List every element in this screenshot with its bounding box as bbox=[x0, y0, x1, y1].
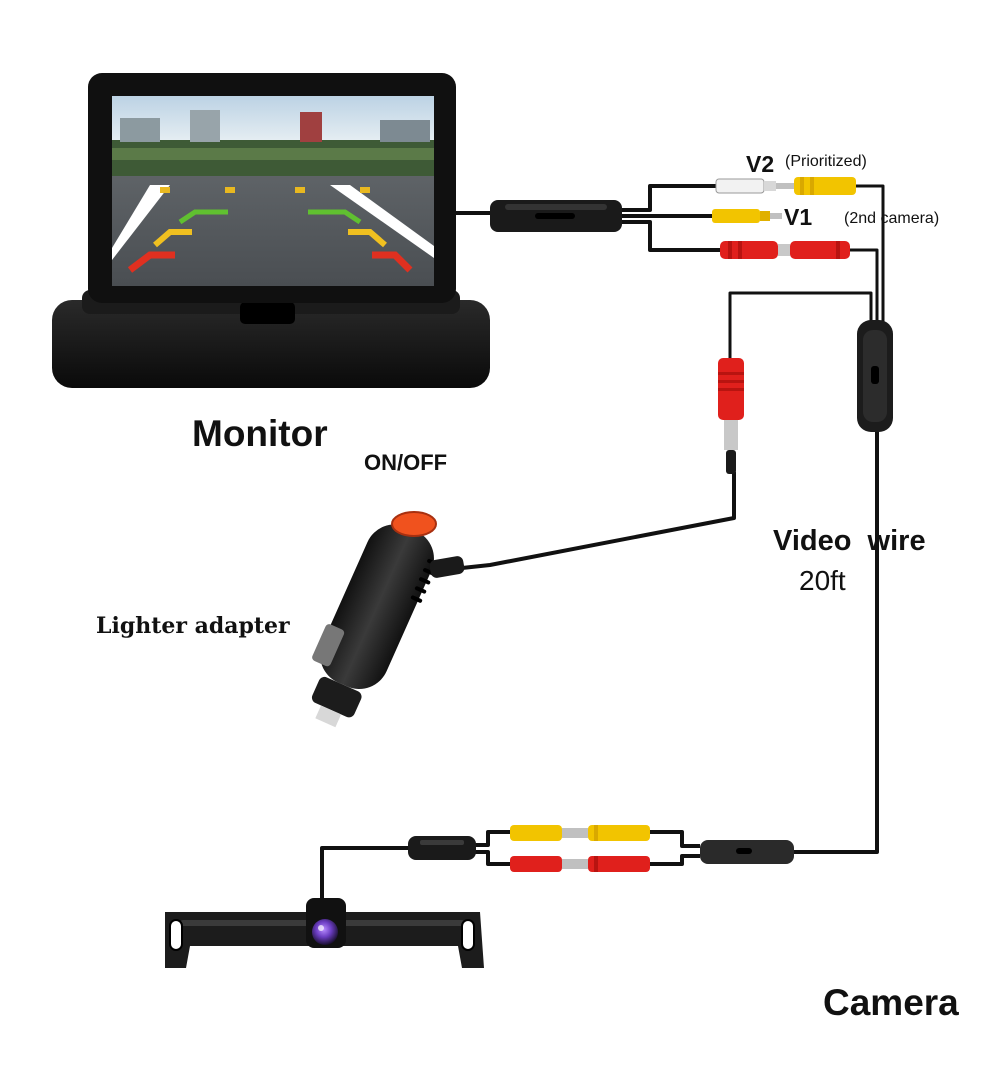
camera-lens-icon bbox=[312, 919, 338, 945]
camera-cable-left bbox=[320, 846, 410, 900]
video-junction-box bbox=[857, 320, 893, 432]
v2-note-label: (Prioritized) bbox=[785, 153, 867, 170]
license-plate-camera bbox=[165, 898, 484, 968]
cam-split-right-top bbox=[650, 830, 700, 848]
monitor-base bbox=[52, 300, 490, 388]
rca-yellow-v2-plug bbox=[794, 177, 856, 195]
monitor-splitter-box bbox=[490, 200, 622, 232]
monitor-label: Monitor bbox=[192, 413, 328, 454]
v1-label: V1 bbox=[784, 204, 812, 230]
rca-white-plug bbox=[715, 178, 765, 194]
power-branch bbox=[728, 291, 873, 360]
lighter-adapter bbox=[311, 511, 465, 728]
lighter-adapter-label: Lighter adapter bbox=[96, 613, 290, 639]
splitter-branch-top bbox=[620, 184, 716, 212]
red-rca-pair bbox=[720, 241, 850, 259]
v2-rca-pair bbox=[715, 177, 856, 195]
cam-split-right-bottom bbox=[650, 854, 700, 866]
v2-label: V2 bbox=[746, 151, 774, 177]
v2-to-junction bbox=[855, 184, 885, 322]
power-red-connector bbox=[718, 358, 744, 474]
red-to-junction bbox=[850, 248, 879, 322]
camera-rca-red bbox=[510, 856, 650, 872]
cables bbox=[320, 184, 885, 900]
cam-split-left-top bbox=[475, 830, 510, 847]
video-length-label: 20ft bbox=[799, 565, 846, 596]
camera-rca-yellow bbox=[510, 825, 650, 841]
video-wire-label: Video wire bbox=[773, 525, 926, 557]
monitor-screen bbox=[112, 96, 434, 286]
power-cord bbox=[461, 472, 736, 570]
cam-split-left-bottom bbox=[475, 850, 510, 866]
camera-connector-right bbox=[700, 840, 794, 864]
on-off-label: ON/OFF bbox=[364, 450, 447, 475]
splitter-branch-bottom bbox=[620, 220, 720, 252]
v1-rca-plug bbox=[712, 209, 782, 223]
video-wire bbox=[792, 430, 879, 854]
monitor-hinge-button bbox=[240, 302, 295, 324]
camera-connector-left bbox=[408, 836, 476, 860]
monitor bbox=[52, 73, 490, 388]
second-camera-label: (2nd camera) bbox=[844, 210, 939, 227]
camera-label: Camera bbox=[823, 982, 959, 1023]
on-off-switch-icon bbox=[391, 511, 437, 537]
